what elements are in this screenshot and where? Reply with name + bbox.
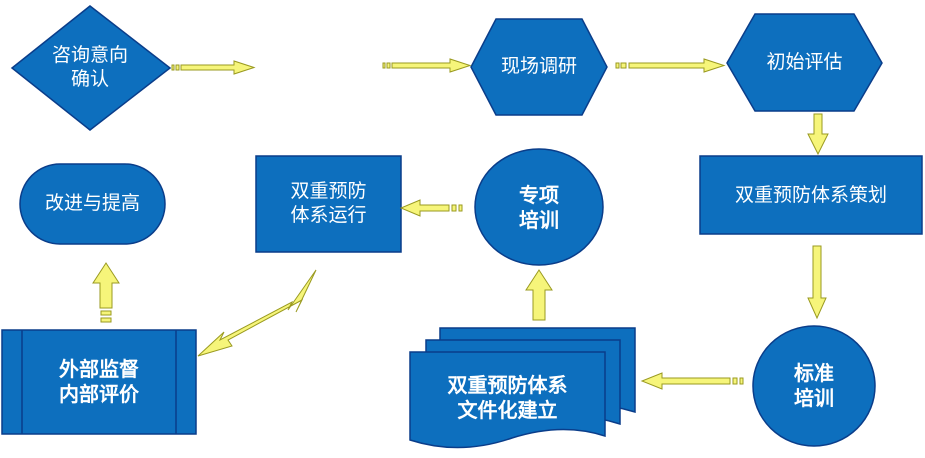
arrow-operation-to-supervision (197, 269, 317, 357)
arrow-inquiry-to-survey-b (382, 58, 472, 73)
arrow-training-to-documentation (640, 372, 744, 390)
standard-training-circle (752, 325, 876, 447)
site-survey-hexagon (470, 18, 608, 116)
initial-assessment-hexagon (726, 13, 883, 112)
arrow-inquiry-to-survey-a (171, 60, 256, 75)
supervision-process-box (1, 329, 197, 435)
arrow-supervision-to-improvement (92, 262, 120, 323)
system-planning-box (699, 155, 923, 235)
system-operation-box (255, 155, 402, 253)
arrow-survey-to-assessment (615, 58, 726, 73)
arrow-planning-to-training (807, 245, 827, 320)
documentation-multidoc (409, 327, 636, 449)
arrow-special-training-to-operation (399, 199, 463, 217)
arrow-documentation-to-special-training (525, 269, 553, 321)
special-training-circle (474, 148, 604, 266)
improvement-terminator (19, 163, 166, 245)
inquiry-diamond (10, 5, 172, 131)
arrow-assessment-to-planning (807, 113, 829, 156)
